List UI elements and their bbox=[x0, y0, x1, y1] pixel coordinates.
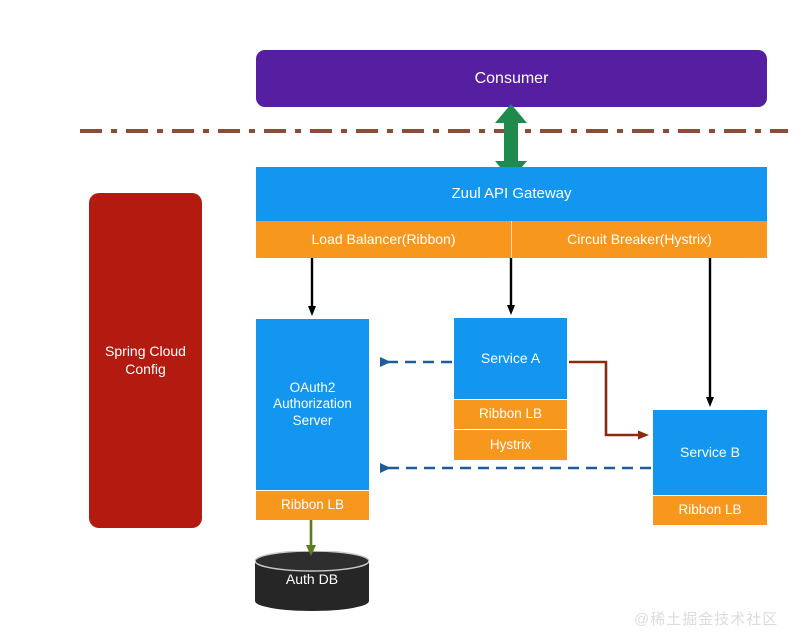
service-b-ribbon-lb-label: Ribbon LB bbox=[678, 502, 742, 518]
connector-service-a-to-service-b bbox=[569, 360, 649, 440]
gateway-circuit-breaker-bar: Circuit Breaker(Hystrix) bbox=[512, 221, 767, 258]
oauth2-label-line-2: Authorization bbox=[273, 396, 352, 412]
service-a-hystrix-label: Hystrix bbox=[489, 436, 532, 452]
gateway-load-balancer-label: Load Balancer(Ribbon) bbox=[311, 230, 456, 247]
consumer-label: Consumer bbox=[474, 69, 549, 87]
auth-db-label-wrapper: Auth DB bbox=[255, 565, 369, 593]
oauth2-label-line-3: Server bbox=[292, 412, 333, 428]
service-a-hystrix-bar: Hystrix bbox=[454, 430, 567, 460]
watermark-text: @稀土掘金技术社区 bbox=[634, 611, 779, 628]
config-label-line-1: Spring Cloud bbox=[105, 343, 186, 360]
service-b-ribbon-lb-bar: Ribbon LB bbox=[653, 496, 767, 525]
oauth2-ribbon-lb-bar: Ribbon LB bbox=[256, 491, 369, 520]
trust-boundary-line bbox=[80, 129, 788, 133]
spring-cloud-config-label: Spring Cloud Config bbox=[105, 343, 186, 377]
auth-db-cylinder-icon bbox=[254, 550, 370, 611]
gateway-load-balancer-bar: Load Balancer(Ribbon) bbox=[256, 221, 512, 258]
service-b-label: Service B bbox=[680, 443, 740, 460]
service-a-ribbon-lb-bar: Ribbon LB bbox=[454, 400, 567, 429]
zuul-gateway-label: Zuul API Gateway bbox=[451, 184, 572, 202]
service-a-ribbon-lb-label: Ribbon LB bbox=[478, 406, 543, 422]
oauth2-label-line-1: OAuth2 bbox=[289, 379, 336, 395]
service-a-node: Service A bbox=[454, 318, 567, 399]
service-b-node: Service B bbox=[653, 410, 767, 495]
spring-cloud-config-node: Spring Cloud Config bbox=[89, 193, 202, 528]
zuul-api-gateway-node: Zuul API Gateway bbox=[256, 167, 767, 221]
gateway-circuit-breaker-label: Circuit Breaker(Hystrix) bbox=[567, 230, 712, 247]
service-a-label: Service A bbox=[480, 349, 541, 366]
config-label-line-2: Config bbox=[125, 360, 166, 377]
consumer-node: Consumer bbox=[256, 50, 767, 107]
oauth2-label: OAuth2 Authorization Server bbox=[273, 380, 352, 429]
oauth2-authorization-server-node: OAuth2 Authorization Server bbox=[256, 319, 369, 490]
auth-db-label: Auth DB bbox=[285, 571, 339, 587]
oauth2-ribbon-lb-label: Ribbon LB bbox=[280, 497, 345, 513]
consumer-gateway-double-arrow-icon bbox=[491, 104, 531, 180]
